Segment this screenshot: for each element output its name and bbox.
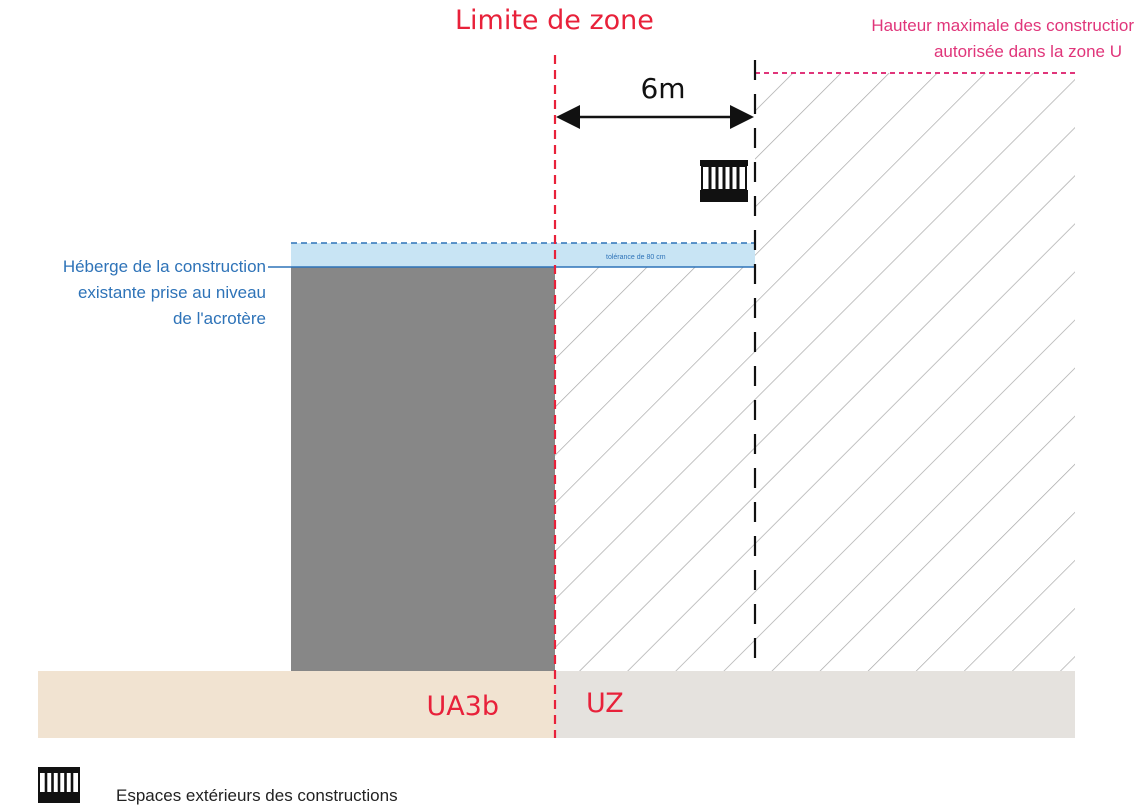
- buildable-zone-hatch-low: [555, 252, 755, 671]
- legend-label: Espaces extérieurs des constructions: [116, 786, 398, 805]
- dimension-arrowhead-left: [556, 105, 580, 129]
- tolerance-band: [291, 243, 755, 267]
- zone-limit-label: Limite de zone: [455, 5, 654, 36]
- zone-left-label: UA3b: [426, 691, 499, 722]
- ground-ua3b: [38, 671, 555, 738]
- ground-uz: [555, 671, 1075, 738]
- legend-outdoor-space-icon: [38, 767, 80, 803]
- max-height-label-line1: Hauteur maximale des constructior: [871, 16, 1134, 35]
- heberge-label-line3: de l'acrotère: [173, 309, 266, 328]
- distance-label: 6m: [640, 72, 685, 105]
- buildable-zone-hatch-high: [755, 73, 1075, 671]
- dimension-arrowhead-right: [730, 105, 754, 129]
- heberge-label-line1: Héberge de la construction: [63, 257, 266, 276]
- heberge-label-line2: existante prise au niveau: [78, 283, 266, 302]
- existing-building: [291, 266, 555, 671]
- outdoor-space-icon: [700, 160, 748, 202]
- tolerance-label: tolérance de 80 cm: [606, 254, 666, 261]
- legend: Espaces extérieurs des constructions: [38, 767, 398, 805]
- max-height-label-line2: autorisée dans la zone U: [934, 42, 1122, 61]
- zone-right-label: UZ: [586, 688, 624, 719]
